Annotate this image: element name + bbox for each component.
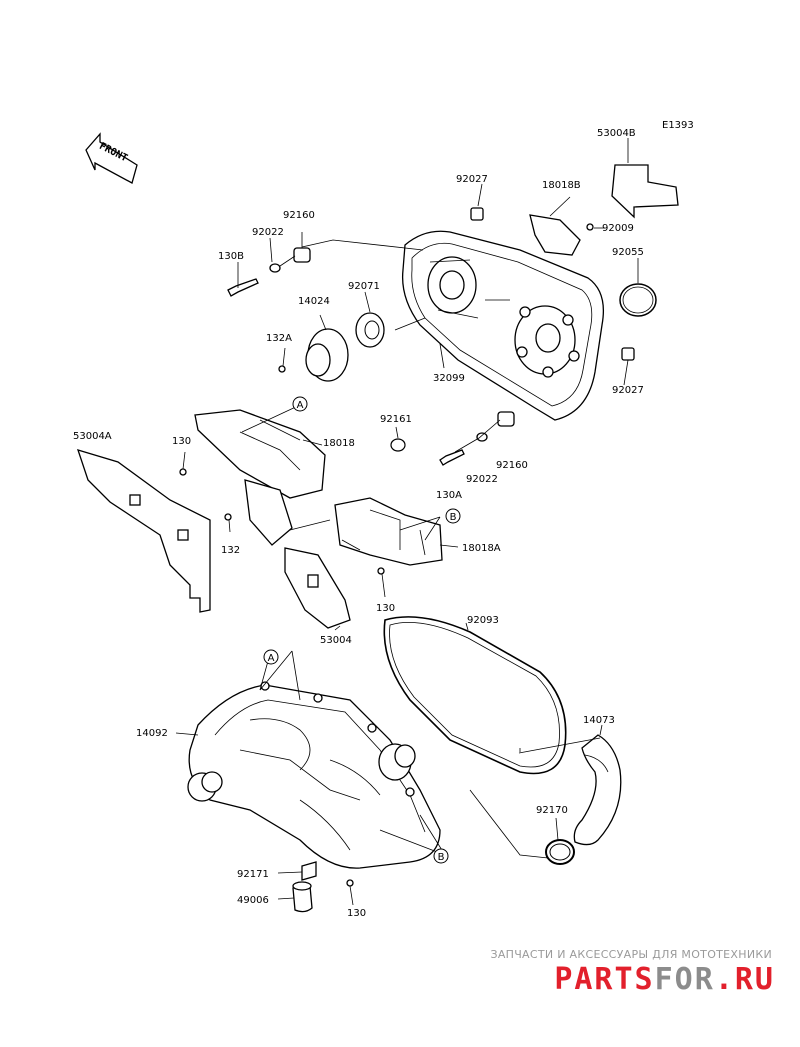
part-130-upper-shape — [179, 468, 187, 476]
part-18018A-shape — [334, 497, 443, 566]
part-label: 14024 — [298, 296, 330, 307]
part-92093-shape — [383, 616, 567, 775]
logo-parts: PARTS — [554, 962, 655, 997]
part-130A-shape — [439, 449, 465, 466]
part-label: 92161 — [380, 414, 412, 425]
ref-marker-a-upper: A — [292, 396, 308, 412]
logo-ru: .RU — [714, 962, 775, 997]
part-130-lower-shape — [346, 879, 354, 887]
ref-marker-label: B — [438, 852, 445, 863]
part-53004B-shape — [611, 164, 679, 219]
part-92027-top-shape — [470, 207, 484, 221]
outer-cover-32099 — [401, 230, 605, 421]
part-label: 14092 — [136, 728, 168, 739]
part-label: 130 — [347, 908, 366, 919]
part-label: 92027 — [456, 174, 488, 185]
part-92171-shape — [301, 861, 317, 881]
part-label: 92022 — [466, 474, 498, 485]
part-92022-right-shape — [476, 432, 488, 442]
leader-lines — [175, 138, 639, 906]
part-132-shape — [224, 513, 232, 521]
part-92161-shape — [390, 438, 406, 452]
part-92160-left-shape — [293, 247, 311, 263]
part-label: 18018A — [462, 543, 501, 554]
part-130-mid-shape — [377, 567, 385, 575]
part-label: 18018 — [323, 438, 355, 449]
part-label: 92170 — [536, 805, 568, 816]
part-label: 92022 — [252, 227, 284, 238]
part-14073-shape — [573, 734, 622, 846]
part-label: 92071 — [348, 281, 380, 292]
part-label: 18018B — [542, 180, 581, 191]
cover-14092 — [187, 681, 441, 869]
part-label: 130A — [436, 490, 462, 501]
part-92160-right-shape — [497, 411, 515, 427]
logo-for: FOR — [654, 962, 715, 997]
ref-marker-b-lower: B — [433, 848, 449, 864]
part-18018-shape — [194, 409, 326, 499]
part-label: 92027 — [612, 385, 644, 396]
part-label: 14073 — [583, 715, 615, 726]
part-label: 49006 — [237, 895, 269, 906]
part-label: 132A — [266, 333, 292, 344]
ref-marker-label: A — [297, 400, 304, 411]
part-label: 53004A — [73, 431, 112, 442]
ref-marker-label: A — [268, 653, 275, 664]
ref-marker-b-upper: B — [445, 508, 461, 524]
part-label: 130 — [376, 603, 395, 614]
part-53004A-shape — [76, 449, 211, 613]
part-132A-shape — [278, 365, 286, 373]
part-18018B-shape — [529, 214, 581, 256]
part-label: 92160 — [496, 460, 528, 471]
part-labels: 53004B 18018B 92027 92009 92055 92160 92… — [73, 128, 644, 919]
part-92009-shape — [586, 223, 594, 231]
part-label: 92093 — [467, 615, 499, 626]
watermark-caption: ЗАПЧАСТИ И АКСЕССУАРЫ ДЛЯ МОТОТЕХНИКИ — [490, 948, 772, 961]
ref-marker-a-lower: A — [263, 649, 279, 665]
part-label: 32099 — [433, 373, 465, 384]
part-label: 92009 — [602, 223, 634, 234]
part-130B-shape — [227, 278, 259, 297]
front-arrow-icon: FRONT — [85, 132, 138, 184]
part-label: 53004 — [320, 635, 352, 646]
part-label: 132 — [221, 545, 240, 556]
part-label: 92055 — [612, 247, 644, 258]
part-label: 92160 — [283, 210, 315, 221]
part-92055-shape — [619, 283, 657, 317]
part-92027-right-shape — [621, 347, 635, 361]
watermark-logo: PARTSFOR.RU — [0, 962, 775, 997]
part-53004-shape — [284, 547, 351, 629]
diagram-code: E1393 — [662, 120, 694, 131]
ref-marker-label: B — [450, 512, 457, 523]
part-92022-left-shape — [269, 263, 281, 273]
part-92170-shape — [545, 839, 575, 865]
part-label: 130 — [172, 436, 191, 447]
part-label: 92171 — [237, 869, 269, 880]
part-label: 130B — [218, 251, 244, 262]
part-label: 53004B — [597, 128, 636, 139]
